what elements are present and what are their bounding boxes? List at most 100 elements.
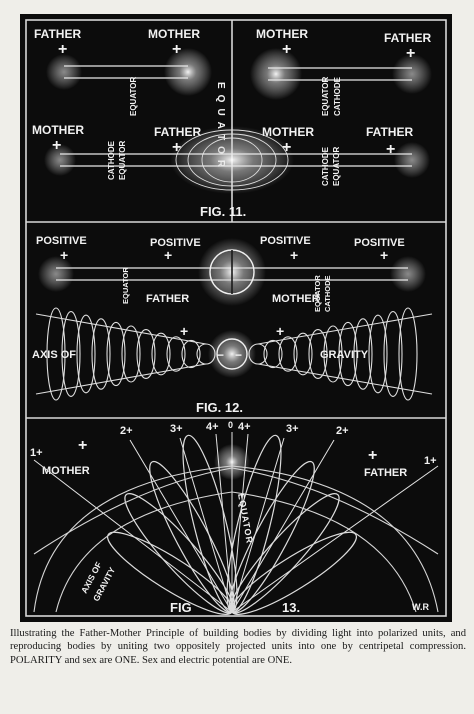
coil-loop [383, 311, 403, 397]
label-mother: MOTHER [42, 465, 90, 477]
plus-sign: + [276, 323, 284, 339]
center-sphere-outline [216, 338, 248, 370]
number-2-left: 2+ [120, 425, 133, 437]
label-positive: POSITIVE [354, 237, 405, 249]
coil-loop [308, 329, 328, 379]
coil-loop [323, 325, 343, 383]
label-father: FATHER [146, 293, 189, 305]
number-1-right: 1+ [424, 455, 437, 467]
fig-11: FATHER MOTHER + + EQUATOR MOTHER FATHER … [32, 27, 432, 219]
number-1-left: 1+ [30, 447, 43, 459]
label-equator: EQUATOR [129, 77, 138, 116]
coil-loop [353, 318, 373, 390]
number-3-right: 3+ [286, 423, 299, 435]
plus-sign: + [180, 323, 188, 339]
figure-label-11: FIG. 11. [200, 204, 246, 219]
label-mother: MOTHER [256, 27, 308, 41]
figure-label-12: FIG. 12. [196, 400, 243, 415]
fig11-top-right: MOTHER FATHER + + EQUATOR CATHODE [250, 27, 432, 116]
label-father: FATHER [364, 467, 407, 479]
label-gravity: GRAVITY [320, 349, 369, 361]
light-sphere [38, 256, 74, 292]
light-sphere [44, 144, 76, 176]
minus-sign: − [217, 348, 224, 362]
coil-envelope [35, 363, 207, 395]
plus-sign: + [60, 247, 68, 263]
figure-label-fig: FIG [170, 600, 192, 615]
label-equator: EQUATOR [321, 77, 330, 116]
number-4-left: 4+ [206, 421, 219, 433]
figure-label-number: 13. [282, 600, 300, 615]
plus-sign: + [406, 45, 415, 62]
plus-sign: + [172, 41, 181, 58]
coil-loop [106, 321, 126, 387]
label-equator: EQUATOR [118, 141, 127, 180]
plus-sign: + [386, 141, 395, 158]
coil-loop [46, 307, 66, 401]
ray-line [231, 465, 439, 613]
fig-12: POSITIVE POSITIVE POSITIVE POSITIVE + + … [32, 235, 433, 415]
coil-loop [181, 339, 201, 369]
label-axis-of: AXIS OF [32, 349, 76, 361]
label-cathode: CATHODE [333, 76, 342, 116]
coil-loop [76, 314, 96, 394]
label-father: FATHER [34, 27, 81, 41]
plus-sign: + [78, 437, 87, 454]
figure-caption: Illustrating the Father-Mother Principle… [10, 628, 466, 666]
minus-sign: − [235, 348, 242, 362]
light-sphere [392, 54, 432, 94]
plus-sign: + [368, 447, 377, 464]
ray-line [129, 439, 233, 613]
number-2-right: 2+ [336, 425, 349, 437]
coil-loop [61, 311, 81, 397]
fig11-top-left: FATHER MOTHER + + EQUATOR [34, 27, 212, 116]
coil-envelope [35, 313, 207, 345]
coil-loop [121, 325, 141, 383]
coil-loop [151, 332, 171, 376]
label-positive: POSITIVE [150, 237, 201, 249]
coil-loop [338, 321, 358, 387]
label-positive: POSITIVE [36, 235, 87, 247]
ray-line [179, 437, 233, 613]
coil-loop [91, 318, 111, 390]
fig11-middle-row: MOTHER FATHER + + CATHODE EQUATOR MOTHER… [32, 123, 430, 194]
label-equator: EQUATOR [121, 267, 130, 304]
light-sphere [394, 142, 430, 178]
label-cathode: CATHODE [107, 140, 116, 180]
center-sphere [208, 330, 256, 378]
top-sphere [214, 444, 250, 480]
label-positive: POSITIVE [260, 235, 311, 247]
coil-loop [136, 329, 156, 379]
label-mother: MOTHER [148, 27, 200, 41]
coil-loop [166, 336, 186, 372]
coil-envelope [257, 313, 433, 345]
light-sphere [250, 48, 302, 100]
label-mother: MOTHER [262, 125, 314, 139]
artist-initials: W.R [412, 602, 429, 612]
plus-sign: + [164, 247, 172, 263]
number-4-right: 4+ [238, 421, 251, 433]
label-cathode: CATHODE [323, 275, 332, 312]
number-3-left: 3+ [170, 423, 183, 435]
coil-loop [368, 314, 388, 394]
plus-sign: + [58, 41, 67, 58]
label-mother: MOTHER [32, 123, 84, 137]
coil-envelope [257, 363, 433, 395]
label-equator: EQUATOR [313, 275, 322, 312]
plus-sign: + [290, 247, 298, 263]
number-zero: 0 [228, 420, 233, 430]
light-petals [107, 434, 357, 615]
label-father: FATHER [366, 125, 413, 139]
light-sphere [390, 256, 426, 292]
central-light-mass [170, 126, 294, 194]
light-petal [230, 531, 357, 615]
ray-line [231, 439, 335, 613]
coil-loop [278, 336, 298, 372]
chalk-diagram: FATHER MOTHER + + EQUATOR MOTHER FATHER … [25, 19, 447, 617]
plus-sign: + [380, 247, 388, 263]
label-father: FATHER [384, 31, 431, 45]
ray-line [231, 437, 285, 613]
coil-loop [398, 307, 418, 401]
light-sphere [164, 48, 212, 96]
coil-loop [263, 339, 283, 369]
